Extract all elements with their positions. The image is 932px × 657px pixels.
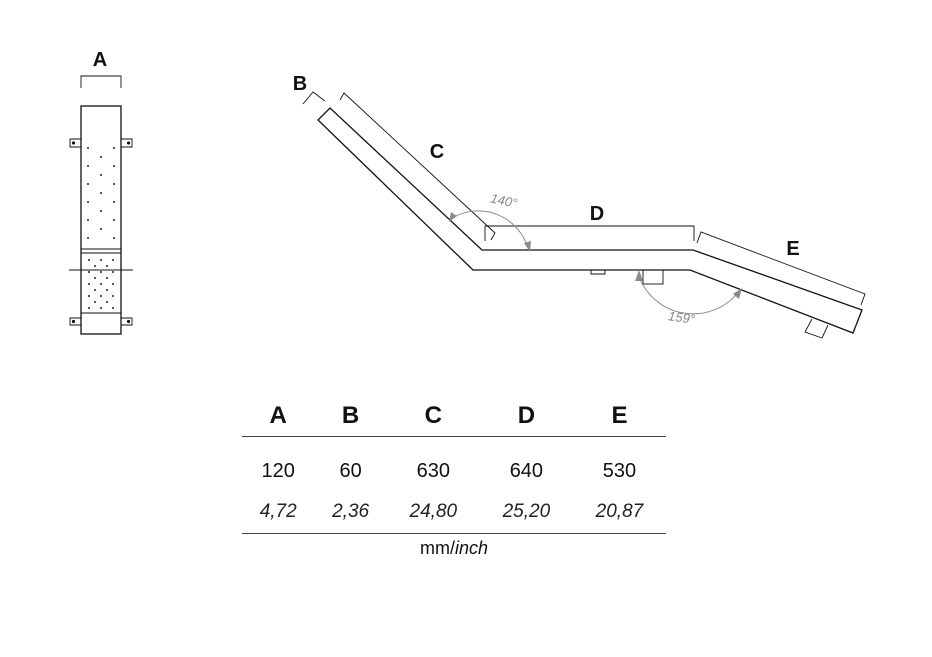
foot-middle xyxy=(642,269,664,285)
units-inch: inch xyxy=(454,538,489,558)
cell-inch-b: 2,36 xyxy=(314,497,387,534)
cell-inch-d: 25,20 xyxy=(479,497,573,534)
table-row-inch: 4,72 2,36 24,80 25,20 20,87 xyxy=(242,497,666,534)
label-b: B xyxy=(293,73,307,95)
cell-inch-e: 20,87 xyxy=(572,497,666,534)
header-c: C xyxy=(386,396,480,437)
perforation-dots-lower xyxy=(88,259,114,309)
dimension-bracket-b xyxy=(302,91,326,105)
dimensions-table: A B C D E 120 60 630 640 530 4,72 2,36 2… xyxy=(242,396,666,534)
table-row-mm: 120 60 630 640 530 xyxy=(242,437,666,498)
foot-right xyxy=(804,318,829,339)
angle-label-140: 140° xyxy=(489,190,518,210)
cell-mm-c: 630 xyxy=(416,459,450,482)
mounting-brackets xyxy=(69,138,133,326)
header-e: E xyxy=(572,396,666,437)
label-c: C xyxy=(430,141,444,163)
profile-outline xyxy=(317,107,863,334)
front-body xyxy=(80,105,122,335)
label-a: A xyxy=(93,49,107,71)
cell-inch-c: 24,80 xyxy=(386,497,480,534)
header-d: D xyxy=(479,396,573,437)
angle-label-159: 159° xyxy=(667,308,696,327)
cell-mm-e: 530 xyxy=(602,459,637,482)
dimension-line-e xyxy=(696,231,866,306)
header-a: A xyxy=(242,396,315,437)
dimension-line-d xyxy=(484,225,695,241)
header-b: B xyxy=(314,396,387,437)
perforation-dots-upper xyxy=(87,147,115,239)
cell-mm-d: 640 xyxy=(509,459,544,482)
table-header-row: A B C D E xyxy=(242,396,666,437)
cell-mm-a: 120 xyxy=(261,459,295,482)
side-profile: B C D E 140° 159° xyxy=(293,73,866,339)
units-mm: mm/ xyxy=(419,538,455,558)
front-view: A xyxy=(69,49,133,335)
angle-arc-140 xyxy=(451,210,529,249)
label-e: E xyxy=(786,238,799,260)
dimension-line-c xyxy=(339,92,496,241)
cell-mm-b: 60 xyxy=(339,459,362,482)
dimension-bracket-a xyxy=(80,75,122,88)
label-d: D xyxy=(590,203,604,225)
units-caption: mm/inch xyxy=(242,538,666,559)
angle-arc-159 xyxy=(637,273,741,315)
cell-inch-a: 4,72 xyxy=(242,497,315,534)
foot-small xyxy=(590,270,606,275)
